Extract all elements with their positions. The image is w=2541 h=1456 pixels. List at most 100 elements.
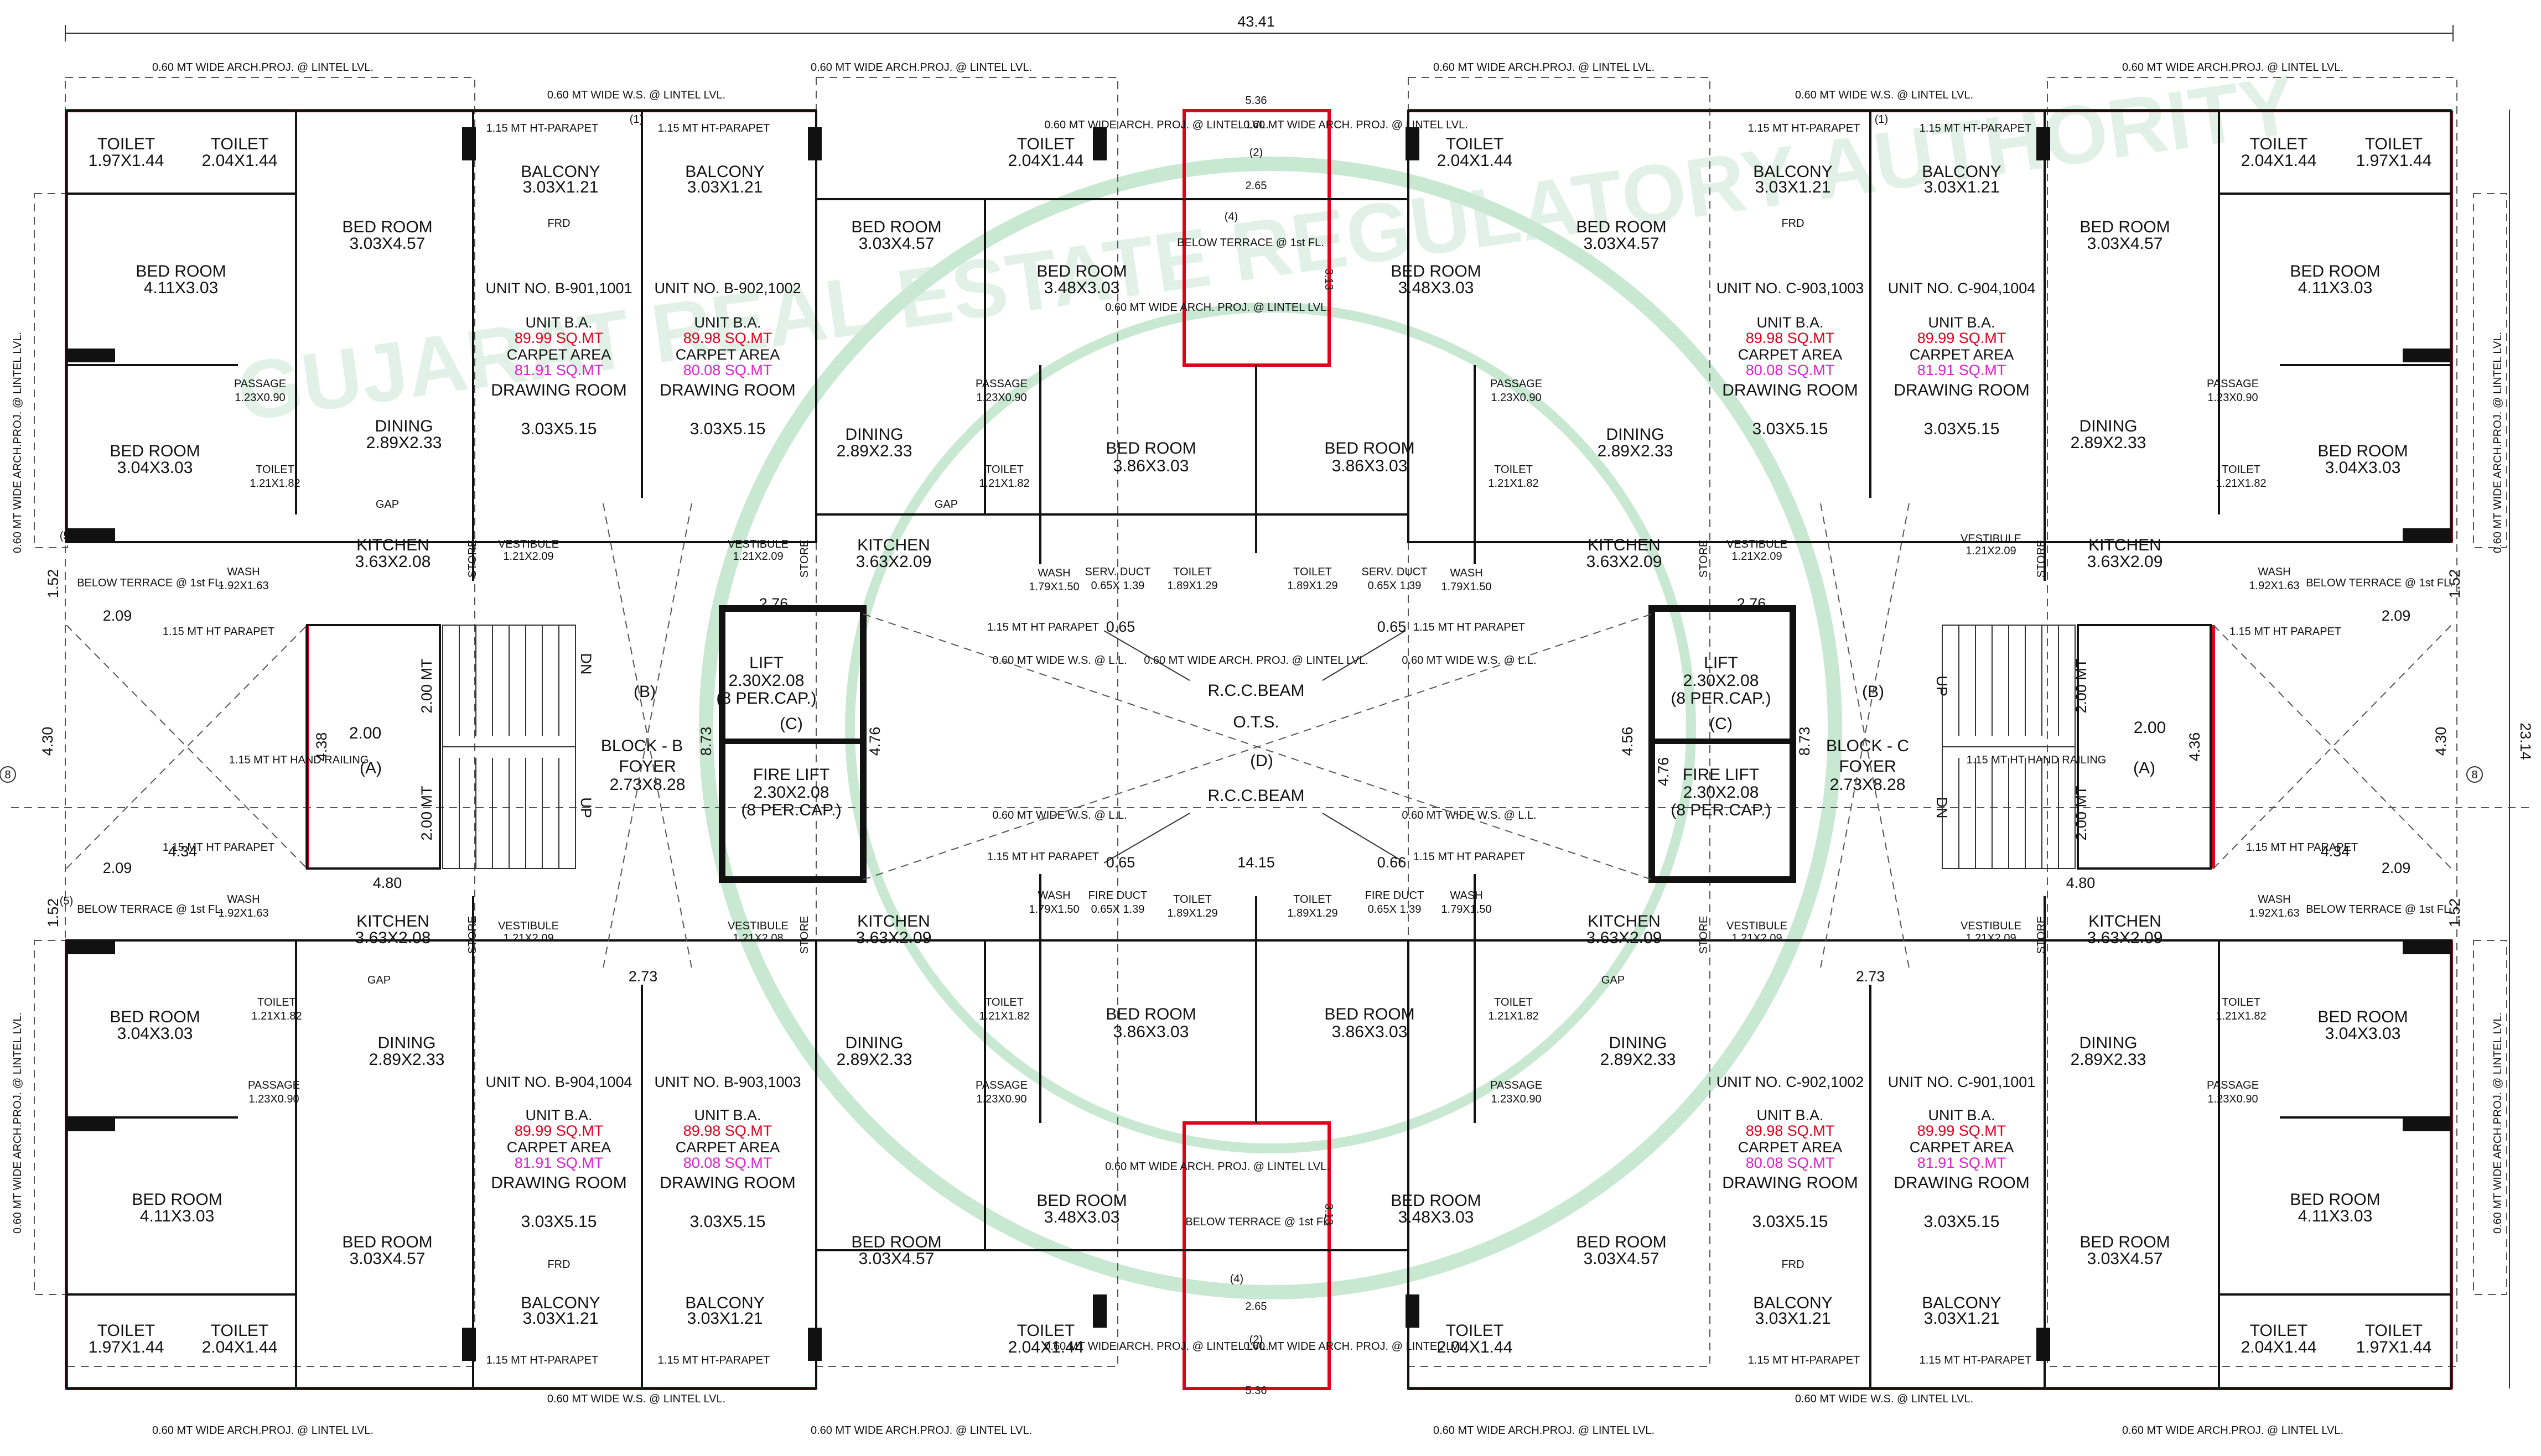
arch-proj-label-2: 0.60 MT WIDE ARCH.PROJ. @ LINTEL LVL. [811, 61, 1032, 74]
stair-dim-200mt: 2.00 MT [418, 658, 435, 713]
room-vestibule-label: VESTIBULE [1726, 920, 1787, 932]
room-drawing-label: DRAWING ROOM [1894, 381, 2030, 399]
proj-number-2a: (2) [1249, 147, 1263, 159]
room-kitchen-label: KITCHEN [356, 912, 429, 930]
parapet-short-4: 1.15 MT HT PARAPET [2246, 841, 2358, 854]
room-dining-label: DINING [1606, 425, 1664, 444]
room-bedroom-dim: 3.48X3.03 [1398, 1208, 1474, 1226]
below-terrace-right-top: BELOW TERRACE @ 1st FL. [2306, 577, 2453, 589]
unit-info-c903: UNIT NO. C-903,1003 UNIT B.A. 89.98 SQ.M… [1717, 280, 1864, 438]
room-vestibule-dim: 1.21X2.09 [503, 550, 553, 563]
room-dining-dim: 2.89X2.33 [366, 434, 442, 452]
proj-number-4a: (4) [1225, 211, 1238, 223]
room-bedroom-dim: 4.11X3.03 [2298, 1207, 2373, 1225]
room-drawing-dim: 3.03X5.15 [521, 1213, 597, 1231]
room-drawing-dim: 3.03X5.15 [1924, 1213, 2000, 1231]
core-mark-c: (C) [780, 715, 803, 733]
room-toilet-label: TOILET [1017, 1322, 1075, 1340]
hand-railing-right: 1.15 MT HT HAND RAILING [1967, 754, 2107, 766]
room-kitchen-label: KITCHEN [1588, 912, 1661, 930]
grid-mark-left: 8 [4, 769, 11, 781]
gap-label: GAP [935, 498, 958, 511]
room-bedroom-dim: 3.03X4.57 [859, 235, 935, 253]
room-bedroom-dim: 4.11X3.03 [140, 1207, 215, 1225]
unit-ba-label: UNIT B.A. [694, 314, 761, 331]
room-toilet-label: TOILET [1446, 1322, 1503, 1340]
room-dining-dim: 2.89X2.33 [1598, 442, 1673, 460]
room-drawing-label: DRAWING ROOM [1722, 381, 1858, 399]
room-kitchen-dim: 3.63X2.09 [1586, 553, 1662, 571]
fire-lift-label: FIRE LIFT [1683, 766, 1759, 784]
dim-536-bottom: 5.36 [1246, 1385, 1267, 1397]
columns [65, 127, 2452, 1361]
below-terrace-bottom: BELOW TERRACE @ 1st FL. [1185, 1216, 1332, 1228]
arch-proj-label-4: 0.60 MT WIDE ARCH.PROJ. @ LINTEL LVL. [2122, 61, 2343, 74]
overall-dimensions: 43.41 23.14 8 8 [0, 13, 2534, 1389]
room-bedroom-label: BED ROOM [2080, 218, 2170, 236]
room-bedroom-label: BED ROOM [851, 218, 941, 236]
unit-ca-value: 80.08 SQ.MT [683, 1155, 772, 1171]
rcc-beam-label-top: R.C.C.BEAM [1207, 682, 1304, 700]
room-bedroom-label: BED ROOM [2290, 262, 2380, 280]
room-kitchen-label: KITCHEN [857, 536, 930, 554]
room-passage-dim: 1.23X0.90 [976, 392, 1026, 404]
dim-434: 4.34 [168, 843, 198, 860]
unit-ca-label: CARPET AREA [507, 346, 611, 363]
room-kitchen-label: KITCHEN [1588, 536, 1661, 554]
hand-railing-left: 1.15 MT HT HAND RAILING [229, 754, 369, 766]
grid-mark-right: 8 [2471, 769, 2477, 781]
room-vestibule-dim: 1.21X2.09 [1966, 545, 2016, 557]
unit-ba-label: UNIT B.A. [1928, 314, 1995, 331]
room-passage-label: PASSAGE [976, 1079, 1028, 1091]
below-terrace-left-top: BELOW TERRACE @ 1st FL. [77, 577, 224, 589]
dim-476: 4.76 [867, 727, 883, 756]
dim-152: 1.52 [2446, 569, 2463, 599]
room-bedroom-label: BED ROOM [110, 442, 200, 460]
room-balcony-label: BALCONY [1922, 163, 2001, 181]
room-toilet-label: TOILET [1017, 135, 1075, 153]
dim-209: 2.09 [2382, 860, 2411, 876]
room-passage-dim: 1.23X0.90 [976, 1093, 1026, 1105]
room-vestibule-label: VESTIBULE [728, 920, 789, 932]
arch-proj-side-4: 0.60 MT WIDE ARCH.PROJ. @ LINTEL LVL. [2492, 1012, 2504, 1234]
dim-152: 1.52 [45, 569, 61, 599]
room-bedroom-label: BED ROOM [1036, 262, 1127, 280]
room-toilet-label: TOILET [1446, 135, 1503, 153]
proj-number-5a: (5) [60, 530, 73, 542]
unit-ba-label: UNIT B.A. [1756, 314, 1823, 331]
unit-b-902-rooms: BED ROOM 3.03X4.57 TOILET 2.04X1.44 BED … [728, 135, 1218, 593]
dim-209: 2.09 [2382, 607, 2411, 624]
parapet-short-8: 1.15 MT HT PARAPET [1413, 851, 1525, 863]
room-toilet-dim: 1.21X1.82 [979, 1010, 1029, 1022]
unit-c-902-rooms: BED ROOM 3.86X3.03 BED ROOM 3.48X3.03 TO… [1287, 890, 2001, 1356]
room-bedroom-dim: 3.03X4.57 [1584, 235, 1660, 253]
room-toilet-label: TOILET [1494, 996, 1533, 1008]
unit-ba-label: UNIT B.A. [1756, 1107, 1823, 1124]
room-kitchen-label: KITCHEN [857, 912, 930, 930]
room-vestibule-dim: 1.21X2.08 [733, 932, 783, 944]
room-wash-label: WASH [227, 893, 260, 906]
room-balcony-label: BALCONY [685, 163, 764, 181]
room-bedroom-dim: 3.04X3.03 [117, 459, 193, 477]
room-bedroom-label: BED ROOM [851, 1233, 941, 1251]
ws-ll-1: 0.60 MT WIDE W.S. @ L.L. [992, 654, 1127, 667]
room-toilet-dim: 1.21X1.82 [251, 1010, 302, 1022]
room-bedroom-label: BED ROOM [2317, 442, 2408, 460]
lift-label: LIFT [749, 654, 784, 672]
frd-label: FRD [547, 217, 570, 230]
lift-dim: 2.30X2.08 [729, 672, 805, 690]
room-toilet-label: TOILET [1494, 464, 1533, 476]
stair-up-label: UP [578, 797, 594, 818]
room-passage-label: PASSAGE [248, 1079, 300, 1091]
room-bedroom-label: BED ROOM [342, 218, 432, 236]
parapet-short-3: 1.15 MT HT PARAPET [163, 841, 274, 854]
fire-duct-label: FIRE DUCT [1365, 890, 1424, 902]
room-wash-label: WASH [1038, 890, 1070, 902]
dim-536-top: 5.36 [1246, 95, 1267, 107]
room-dining-dim: 2.89X2.33 [1600, 1051, 1676, 1069]
arch-proj-label-7: 0.60 MT WIDE ARCH.PROJ. @ LINTEL LVL. [1433, 1424, 1655, 1437]
room-drawing-dim: 3.03X5.15 [1752, 420, 1828, 438]
unit-number: UNIT NO. C-903,1003 [1717, 280, 1864, 297]
unit-ba-value: 89.98 SQ.MT [1746, 330, 1835, 346]
dim-265-top: 2.65 [1246, 180, 1267, 192]
